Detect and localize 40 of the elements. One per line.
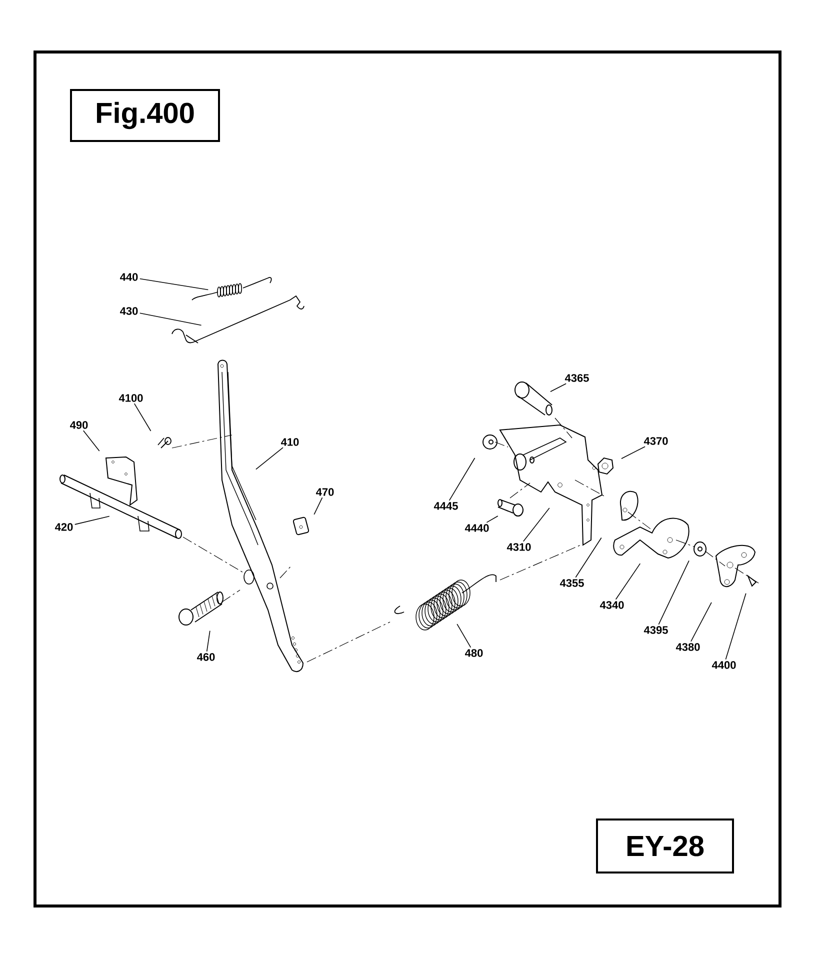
callout-number: 4445 [434,502,458,510]
callout-number: 4400 [712,661,736,669]
leader-line [725,593,746,660]
leader-line [82,430,100,452]
leader-line [139,312,202,326]
callout-number: 4395 [644,626,668,634]
callout-number: 4100 [118,394,143,402]
callout-number: 460 [197,653,215,661]
leader-line [621,446,646,460]
leader-line [134,403,152,432]
leader-line [522,508,550,542]
callout-number: 490 [70,421,88,429]
leader-line [615,563,641,600]
callout-number: 4440 [464,524,489,532]
leader-line [486,516,498,523]
leader-line [575,537,602,578]
callout-number: 480 [465,649,483,657]
callout-number: 4340 [600,601,624,609]
leader-line [448,458,476,501]
leader-line [139,278,209,290]
callout-number: 420 [55,523,73,531]
callout-number: 4370 [644,437,668,445]
callout-number: 410 [281,438,299,446]
figure-title: Fig.400 [70,89,220,142]
callout-number: 430 [120,307,138,315]
callout-number: 470 [316,488,334,496]
callout-number: 4365 [564,374,589,382]
leader-line [690,602,712,642]
callout-number: 4380 [676,643,700,651]
page-code-box: EY-28 [596,818,734,874]
leader-line [658,560,690,625]
leader-line [256,447,284,470]
leader-line [314,497,323,515]
callout-number: 4310 [506,543,531,551]
callout-number: 440 [120,273,138,281]
leader-line [206,630,210,652]
leader-line [456,624,472,648]
callout-number: 4355 [560,579,584,587]
leader-line [550,383,566,392]
leader-line [74,516,110,525]
